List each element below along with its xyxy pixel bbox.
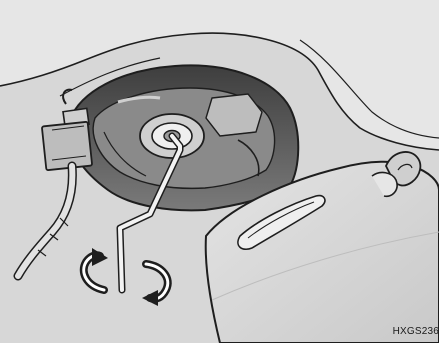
figure-code: HXGS236 bbox=[393, 326, 439, 337]
